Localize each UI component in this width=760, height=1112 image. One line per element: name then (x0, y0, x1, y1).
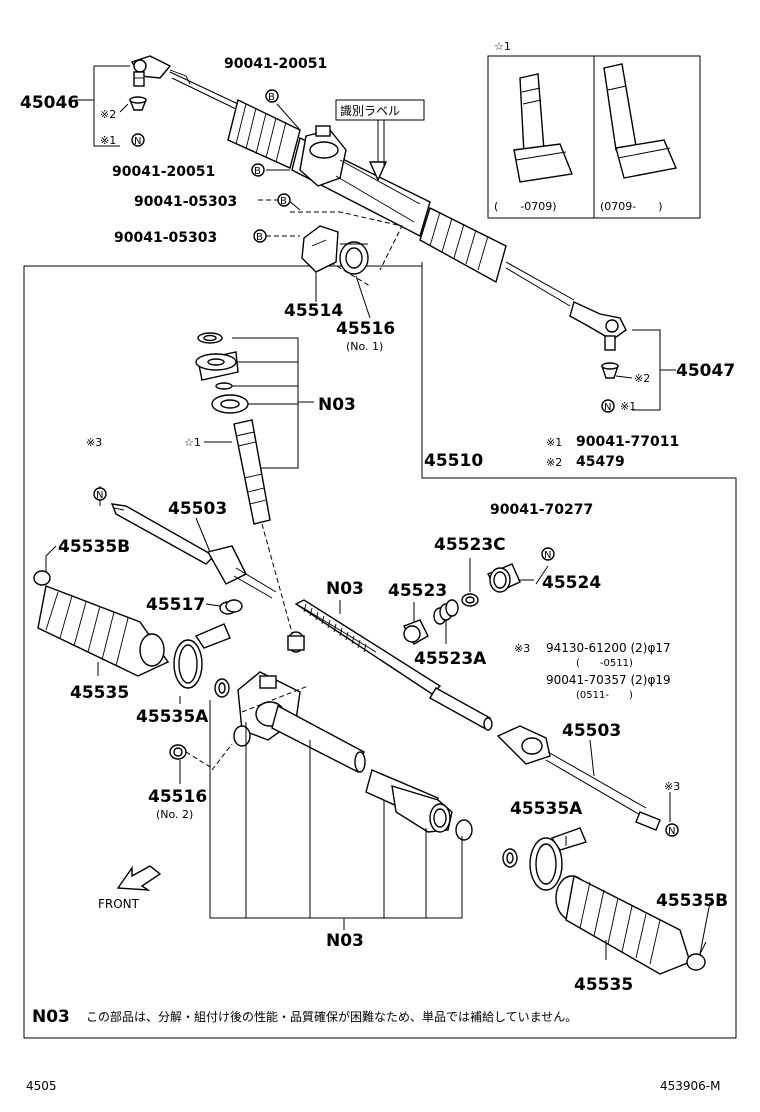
label-45535a-right: 45535A (510, 799, 583, 819)
small-parts-left (169, 599, 243, 784)
footnote-text: この部品は、分解・組付け後の性能・品質確保が困難なため、単品では補給していません… (86, 1009, 577, 1024)
label-90041-20051-b: 90041-20051 (112, 164, 215, 180)
front-arrow-icon (116, 865, 162, 891)
tie-rod-right (505, 261, 575, 301)
label-45535b-left: 45535B (58, 537, 130, 557)
labels: 45046 45047 90041-20051 90041-20051 9004… (20, 40, 735, 1093)
inset-right-range: (0709- ) (600, 200, 663, 213)
legend-item3-line1-range: ( -0511) (576, 658, 633, 669)
label-n03-bottom: N03 (326, 931, 364, 951)
label-45535a-left: 45535A (136, 707, 209, 727)
tie-rod-end-right (569, 301, 627, 379)
label-45503-right: 45503 (562, 721, 621, 741)
legend-item1-part: 90041-77011 (576, 434, 679, 450)
label-45514: 45514 (284, 301, 343, 321)
identification-label-box: 識別ラベル (335, 99, 425, 121)
pinion-group-n03 (195, 332, 314, 641)
rack-guide-group (402, 558, 549, 645)
label-45523c: 45523C (434, 535, 506, 555)
assembly-boundary (23, 262, 737, 1039)
tie-rod-end-left (128, 55, 191, 111)
ref1-mark-right: ※1 (620, 400, 636, 413)
bushing-45516-no1 (339, 241, 369, 275)
front-label: FRONT (98, 897, 140, 911)
label-45524: 45524 (542, 573, 601, 593)
legend-item3-line1: 94130-61200 (2)φ17 (546, 641, 671, 655)
label-45516-no2: 45516 (148, 787, 207, 807)
tie-rod-left (169, 71, 239, 105)
label-90041-05303-a: 90041-05303 (134, 194, 237, 210)
label-45517: 45517 (146, 595, 205, 615)
legend-item3-line2: 90041-70357 (2)φ19 (546, 673, 671, 687)
label-45510: 45510 (424, 451, 483, 471)
label-90041-20051-a: 90041-20051 (224, 56, 327, 72)
rack-housing-exploded (211, 671, 473, 841)
legend-item2-part: 45479 (576, 454, 625, 470)
ref3-mark-left: ※3 (86, 436, 102, 449)
marker-n-4: N (544, 550, 551, 561)
legend-item2-mark: ※2 (546, 456, 562, 469)
label-45516-no1: 45516 (336, 319, 395, 339)
ref1-mark-left: ※1 (100, 134, 116, 147)
marker-n-1: N (134, 136, 141, 147)
marker-n-5: N (668, 826, 675, 837)
identification-label-text: 識別ラベル (340, 104, 400, 118)
rack-assembly-top (128, 55, 627, 379)
marker-b-2: B (254, 166, 261, 177)
label-n03-upper: N03 (318, 395, 356, 415)
inner-rod-right (496, 725, 671, 831)
label-45516-no1-note: (No. 1) (346, 340, 383, 353)
label-45046: 45046 (20, 93, 79, 113)
label-45523: 45523 (388, 581, 447, 601)
boot-right-assembled (419, 207, 507, 284)
marker-n-2: N (604, 402, 611, 413)
ref2-mark-right: ※2 (634, 372, 650, 385)
inner-rod-left (99, 486, 277, 599)
star1-mark-pinion: ☆1 (184, 436, 201, 449)
marker-b-3: B (280, 196, 287, 207)
legend-item3-mark: ※3 (514, 642, 530, 655)
bushing-group (301, 225, 371, 319)
label-45047: 45047 (676, 361, 735, 381)
label-90041-05303-b: 90041-05303 (114, 230, 217, 246)
spring-45523a (433, 599, 459, 625)
rack-bar (294, 599, 493, 731)
marker-b-4: B (256, 232, 263, 243)
footer-left: 4505 (26, 1079, 57, 1093)
footer-right: 453906-M (660, 1079, 721, 1093)
inset-title: ☆1 (494, 40, 511, 53)
boot-left-exploded (33, 545, 170, 677)
clamp-45535a-left (173, 623, 231, 704)
label-45535-left: 45535 (70, 683, 129, 703)
label-45503-left: 45503 (168, 499, 227, 519)
boot-right-exploded (555, 874, 711, 975)
label-45516-no2-note: (No. 2) (156, 808, 193, 821)
boot-left-assembled (227, 98, 301, 169)
label-90041-70277: 90041-70277 (490, 502, 593, 518)
label-n03-middle: N03 (326, 579, 364, 599)
label-45523a: 45523A (414, 649, 487, 669)
n-marker-icons (93, 133, 679, 837)
marker-n-3: N (96, 490, 103, 501)
rack-housing-assembled (291, 125, 431, 238)
ref3-mark-right: ※3 (664, 780, 680, 793)
b-marker-icons (251, 89, 291, 243)
clamp-45535a-right (502, 827, 587, 891)
label-45535-right: 45535 (574, 975, 633, 995)
legend-item1-mark: ※1 (546, 436, 562, 449)
inset-left-range: ( -0709) (494, 200, 557, 213)
legend-item3-line2-range: (0511- ) (576, 690, 633, 701)
label-45535b-right: 45535B (656, 891, 728, 911)
inset-box (487, 55, 701, 219)
pinion-bearing (287, 631, 305, 653)
leader-lines-top (74, 65, 676, 411)
n03-bottom-bracket (209, 700, 463, 930)
ref2-mark-left: ※2 (100, 108, 116, 121)
marker-b-1: B (268, 92, 275, 103)
bracket-45514 (301, 225, 339, 273)
footnote-code: N03 (32, 1007, 70, 1027)
